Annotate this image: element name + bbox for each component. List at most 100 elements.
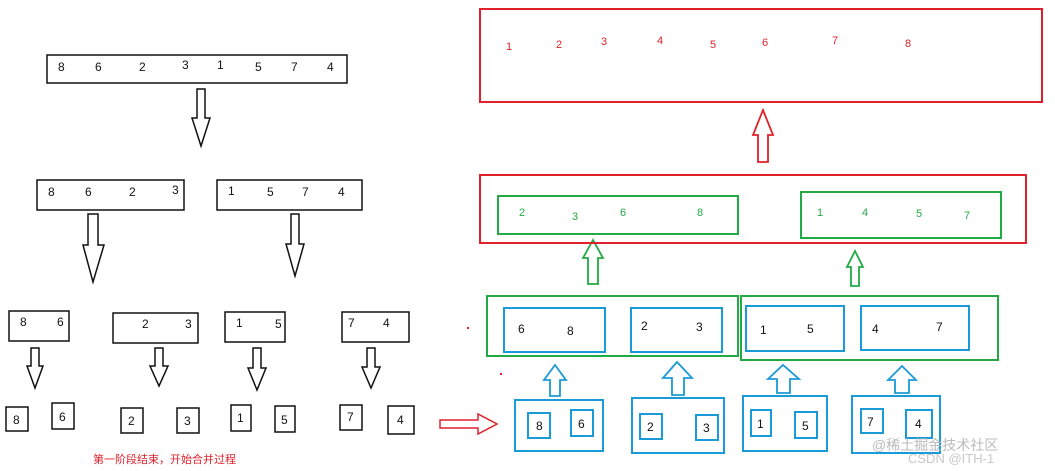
level1-left-value: 3: [172, 183, 179, 197]
final-value: 4: [657, 35, 663, 47]
split-phase: [5, 54, 415, 435]
single-box: [905, 409, 933, 439]
initial-value: 2: [139, 60, 146, 74]
level1-left-value: 2: [129, 185, 136, 199]
right-arrow-icon: [439, 412, 499, 436]
single-box: [527, 412, 551, 439]
single-value: 3: [184, 414, 191, 428]
pair-container: [514, 399, 604, 452]
level2-box-1: [8, 310, 70, 342]
up-arrow-icon: [765, 363, 802, 394]
pair-value: 1: [760, 323, 767, 337]
down-arrow-icon: [246, 347, 268, 392]
single-box-7: [339, 404, 363, 431]
quad-value: 1: [817, 207, 823, 219]
merge-single-value: 4: [915, 417, 922, 431]
quad-value: 5: [916, 208, 922, 220]
pairs-green-left: [486, 295, 739, 357]
single-value: 1: [237, 411, 244, 425]
quad-box: [497, 195, 739, 235]
quad-box: [800, 191, 1002, 239]
red-dot: [467, 327, 469, 329]
pair-value: 2: [641, 319, 648, 333]
down-arrow-icon: [148, 347, 170, 388]
single-box: [570, 409, 594, 437]
down-arrow-icon: [285, 213, 305, 279]
single-box-4: [176, 407, 200, 434]
level1-right-value: 4: [338, 185, 345, 199]
single-value: 2: [128, 414, 135, 428]
level2-value: 8: [20, 315, 27, 329]
level2-value: 7: [348, 316, 355, 330]
level2-box-2: [112, 312, 199, 344]
level2-value: 2: [142, 317, 149, 331]
merge-single-value: 3: [703, 421, 710, 435]
single-box-5: [230, 404, 252, 432]
final-value: 6: [762, 37, 768, 49]
pairs-green-right: [740, 295, 999, 361]
single-value: 4: [397, 413, 404, 427]
merge-singles: [514, 395, 941, 454]
single-value: 8: [13, 413, 20, 427]
initial-value: 1: [217, 58, 224, 72]
level2-value: 1: [236, 316, 243, 330]
quads-red-container: [479, 174, 1027, 244]
down-arrow-icon: [360, 347, 382, 390]
up-arrow-icon: [581, 238, 605, 285]
final-value: 5: [710, 39, 716, 51]
single-value: 7: [347, 410, 354, 424]
merge-single-value: 8: [536, 419, 543, 433]
down-arrow-icon: [82, 213, 106, 285]
initial-array-box: [46, 54, 348, 84]
final-value: 2: [556, 39, 562, 51]
single-box: [860, 408, 884, 434]
single-box-6: [274, 405, 296, 433]
level2-value: 6: [57, 315, 64, 329]
pair-container: [631, 397, 725, 454]
level1-right-value: 5: [267, 185, 274, 199]
up-arrow-icon: [661, 360, 695, 396]
pair-box: [860, 305, 970, 351]
single-box-2: [51, 402, 75, 430]
merge-single-value: 1: [757, 417, 764, 431]
green-arrows: [581, 238, 865, 287]
level2-value: 5: [275, 317, 282, 331]
merge-single-value: 5: [802, 419, 809, 433]
initial-value: 5: [255, 60, 262, 74]
quad-value: 3: [572, 211, 578, 223]
pair-box: [503, 307, 606, 353]
final-value: 8: [905, 38, 911, 50]
pair-container: [851, 395, 941, 454]
level1-left-box: [36, 179, 185, 211]
merge-pair-numbers: 6 8 2 3 1 5 4 7: [518, 319, 943, 338]
single-value: 5: [281, 413, 288, 427]
merge-single-value: 2: [647, 420, 654, 434]
level1-left-value: 8: [48, 185, 55, 199]
level2-box-4: [341, 311, 410, 343]
red-dot: [500, 373, 502, 375]
pair-container: [742, 395, 828, 452]
pair-value: 6: [518, 322, 525, 336]
level2-value: 3: [185, 317, 192, 331]
merge-single-value: 6: [578, 417, 585, 431]
quad-value: 4: [862, 207, 868, 219]
up-arrow-icon: [885, 364, 919, 394]
initial-value: 7: [291, 60, 298, 74]
single-box: [695, 414, 719, 441]
pair-box: [745, 305, 845, 352]
merge-pairs: [486, 295, 999, 361]
split-numbers: 8 6 2 3 1 5 7 4 8 6 2 3 1 5 7 4 8 6 2 3 …: [13, 58, 404, 428]
final-value: 3: [601, 36, 607, 48]
final-array-box: [479, 8, 1043, 103]
down-arrow-icon: [25, 347, 45, 391]
quad-value: 2: [519, 207, 525, 219]
level1-left-value: 6: [85, 185, 92, 199]
single-box: [639, 413, 663, 440]
level1-right-box: [216, 179, 363, 211]
merge-single-value: 7: [867, 415, 874, 429]
watermark-secondary: CSDN @ITH-1: [908, 451, 994, 466]
single-value: 6: [59, 410, 66, 424]
merge-quad-numbers: 2 3 6 8 1 4 5 7: [519, 207, 970, 223]
quad-value: 6: [620, 207, 626, 219]
